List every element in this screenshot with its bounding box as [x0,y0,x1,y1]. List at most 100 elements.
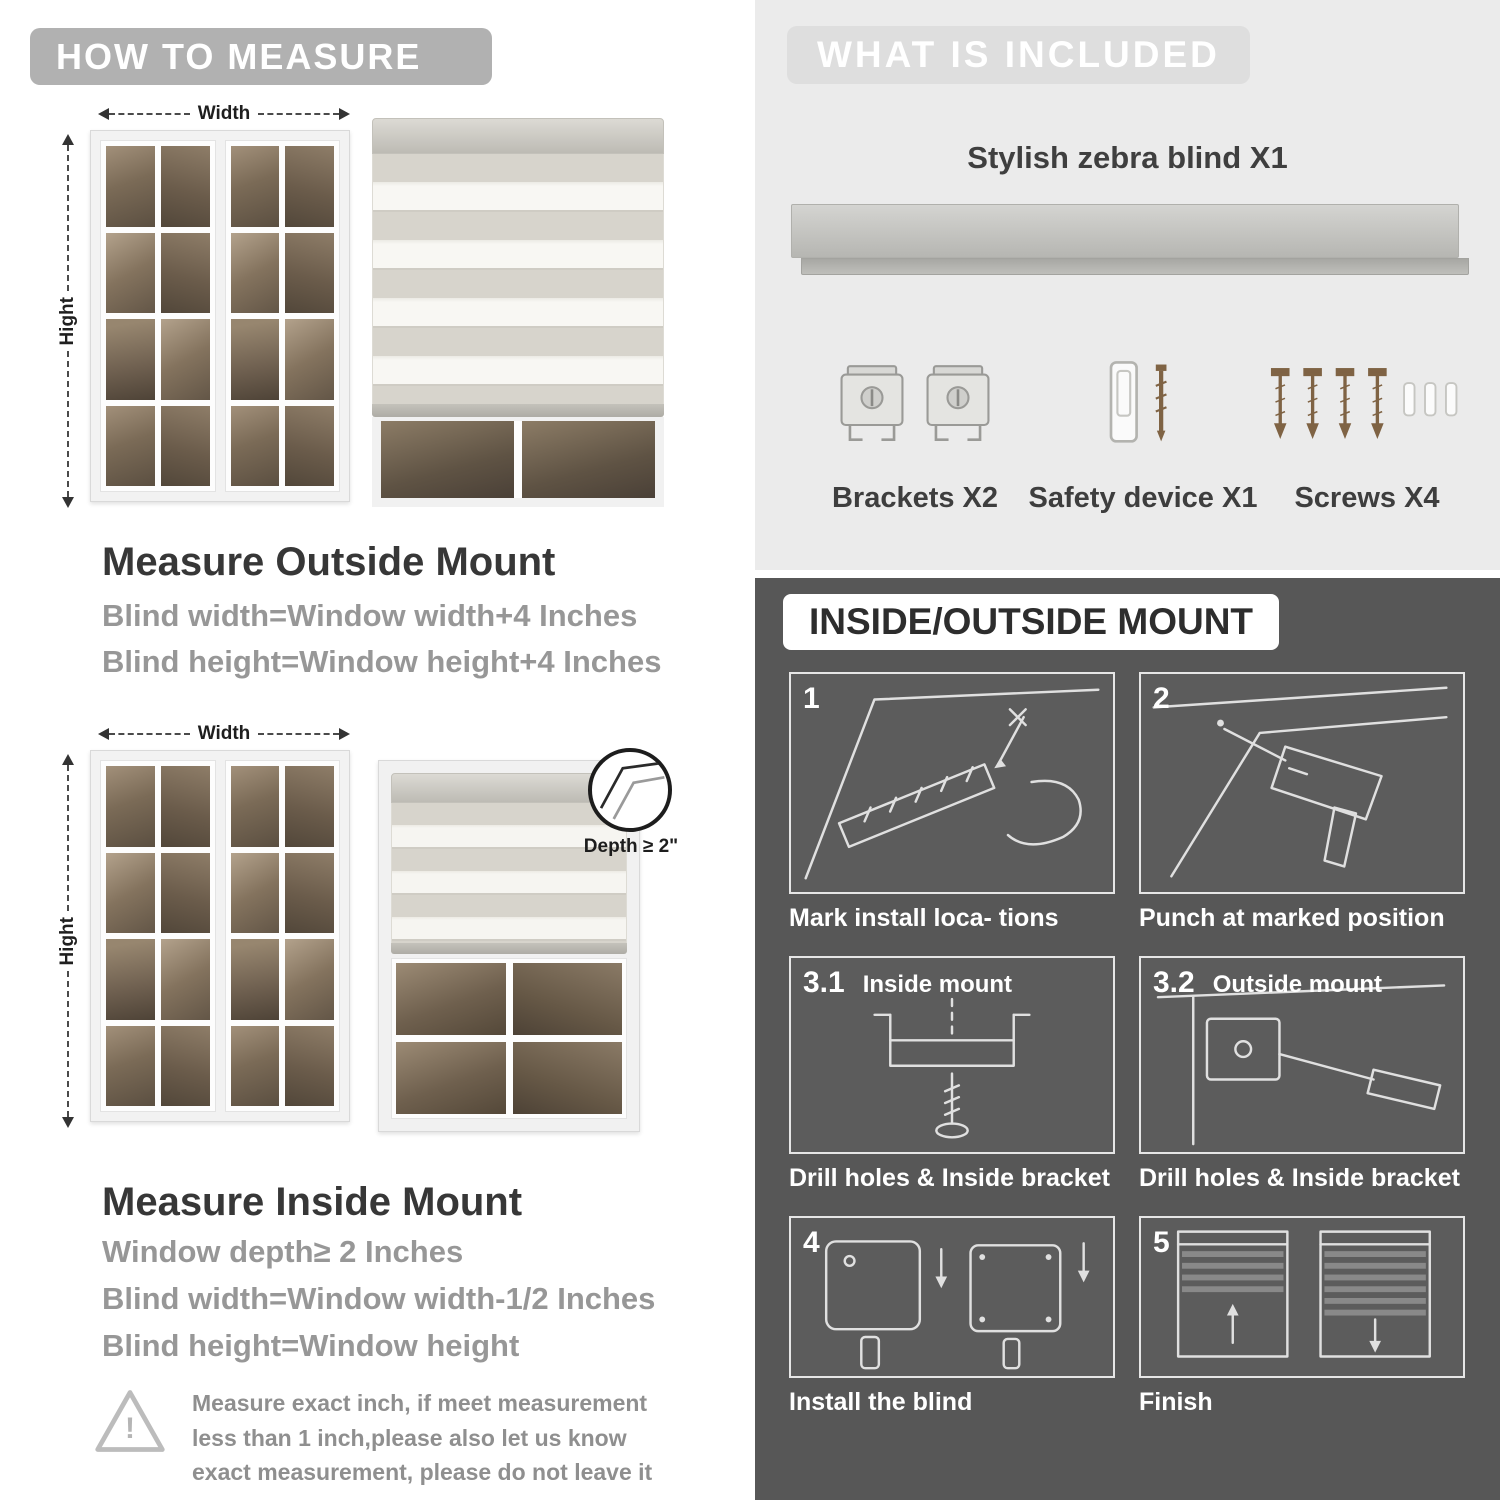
mark-locations-illustration [804,688,1100,880]
height-arrow: Hight [57,754,78,1129]
step-number: 3.1 [803,966,845,999]
window-pane [160,939,210,1020]
window-sash [100,140,216,492]
window-corner-zoom-icon [599,761,665,820]
bracket-icon [840,365,904,442]
window-pane [230,939,280,1020]
window-pane [160,852,210,933]
what-is-included-section: WHAT IS INCLUDED Stylish zebra blind X1 [755,0,1500,570]
measure-note: ! Measure exact inch, if meet measuremen… [92,1386,672,1490]
inside-outside-mount-section: INSIDE/OUTSIDE MOUNT 1 [755,578,1500,1500]
depth-callout-circle [588,748,672,832]
width-label: Width [197,103,251,124]
how-to-measure-header: HOW TO MEASURE [30,28,492,85]
height-label: Hight [57,296,78,346]
step-number: 4 [803,1226,820,1259]
arrow-right-icon [339,108,350,120]
arrow-up-icon [62,134,74,145]
arrow-down-icon [62,497,74,509]
window-pane [285,319,334,400]
window-pane [160,146,210,227]
safety-device-icon [1109,361,1167,443]
window-photo [90,750,350,1122]
window-sash [224,760,340,1112]
warning-triangle-icon: ! [92,1386,168,1456]
blind-bottom-rail [391,943,627,954]
zebra-blind-headrail-lip [801,258,1469,275]
step-5: 5 [1139,1216,1465,1420]
blind-cassette [391,773,627,803]
inside-mount-title: Measure Inside Mount [102,1180,523,1224]
window-pane [285,146,334,227]
window-pane [285,232,334,313]
step-4: 4 [789,1216,1115,1420]
window-pane [106,852,155,933]
arrow-left-icon [98,728,109,740]
right-column: WHAT IS INCLUDED Stylish zebra blind X1 [755,0,1500,1500]
step-3-2: 3.2 Outside mount Drill holes & Insi [1139,956,1465,1196]
step-1: 1 [789,672,1115,936]
step-2-panel: 2 [1139,672,1465,894]
inside-mount-line: Blind width=Window width-1/2 Inches [102,1281,656,1316]
dashed-line [67,765,69,911]
step-1-panel: 1 [789,672,1115,894]
install-blind-illustration [824,1240,1090,1370]
height-arrow: Hight [57,134,78,509]
height-label: Hight [57,916,78,966]
screws-icon [1270,368,1458,439]
window-pane [230,852,280,933]
arrow-right-icon [339,728,350,740]
product-label: Stylish zebra blind X1 [967,140,1288,175]
step-2: 2 Punch at marked position [1139,672,1465,936]
window-pane [285,1025,334,1106]
window-pane [230,146,280,227]
window-glass-grid [391,958,627,1119]
window-glass [381,421,514,498]
dashed-line [67,971,69,1118]
safety-device-label: Safety device X1 [1028,482,1258,514]
step-3-2-panel: 3.2 Outside mount [1139,956,1465,1154]
step-5-caption: Finish [1139,1388,1213,1416]
brackets-label: Brackets X2 [831,482,999,514]
outside-bracket-illustration [1156,984,1446,1146]
width-label: Width [197,723,251,744]
window-pane [285,852,334,933]
dashed-line [67,351,69,498]
inside-mount-line: Blind height=Window height [102,1328,520,1363]
window-sash [224,140,340,492]
outside-mount-blind-illustration [372,118,664,510]
window-pane [230,319,280,400]
outside-mount-title: Measure Outside Mount [102,540,556,584]
window-below-blind [372,417,664,507]
dashed-line [258,113,339,115]
step-3-1-panel: 3.1 Inside mount [789,956,1115,1154]
arrow-up-icon [62,754,74,765]
finish-illustration [1176,1230,1431,1358]
window-pane [160,232,210,313]
window-pane [160,1025,210,1106]
window-pane [106,939,155,1020]
window-pane [160,405,210,486]
window-pane [512,963,622,1035]
dashed-line [109,113,190,115]
step-4-caption: Install the blind [789,1388,973,1416]
dashed-line [258,733,339,735]
window-pane [285,766,334,847]
bracket-icon [926,365,990,442]
window-pane [512,1042,622,1114]
warning-exclamation: ! [125,1412,135,1445]
window-pane [230,232,280,313]
arrow-left-icon [98,108,109,120]
brackets-item [807,338,1023,470]
window-pane [396,1042,506,1114]
window-pane [230,1025,280,1106]
dashed-line [67,145,69,291]
outside-mount-line: Blind width=Window width+4 Inches [102,598,638,633]
screws-item [1261,338,1469,470]
step-4-panel: 4 [789,1216,1115,1378]
measure-note-text: Measure exact inch, if meet measurement … [192,1390,653,1485]
drill-illustration [1152,686,1448,878]
zebra-stripes [372,154,664,404]
step-1-caption: Mark install loca- tions [789,904,1059,932]
step-number: 5 [1153,1226,1170,1259]
